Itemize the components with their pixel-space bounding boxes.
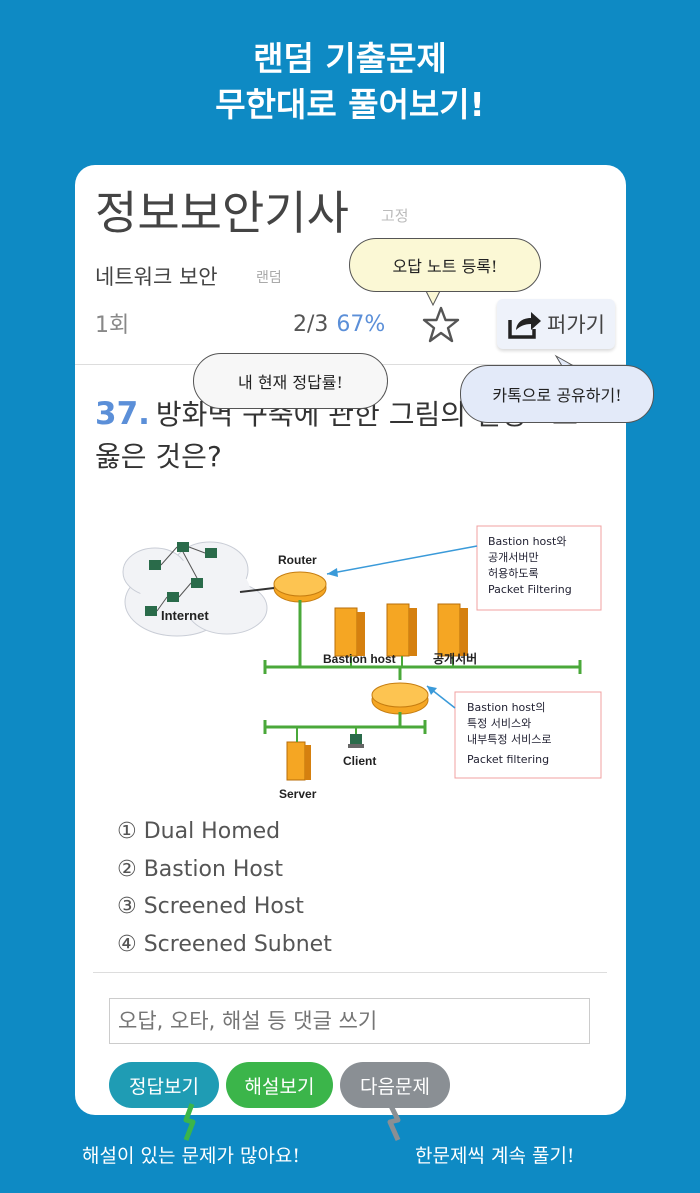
internet-cloud: [122, 541, 268, 637]
server-icon: [286, 727, 311, 781]
promo-line-1: 랜덤 기출문제: [253, 39, 447, 78]
note2-line2: 특정 서비스와: [467, 717, 531, 730]
note2-line3: 내부특정 서비스로: [467, 733, 551, 746]
callout-kakao-share: 카톡으로 공유하기!: [460, 365, 654, 423]
bastion-servers: [334, 603, 468, 667]
bastion-label: Bastion host: [323, 652, 396, 666]
choices-divider: [93, 972, 607, 973]
progress-count: 2/3: [293, 312, 329, 337]
choice-3[interactable]: ③ Screened Host: [117, 894, 304, 919]
promo-line-2: 무한대로 풀어보기!: [215, 85, 485, 124]
exam-title: 정보보안기사: [95, 186, 349, 240]
callout-one-by-one: 한문제씩 계속 풀기!: [415, 1145, 575, 1167]
promo-title: 랜덤 기출문제 무한대로 풀어보기!: [0, 36, 700, 128]
router-label: Router: [278, 553, 317, 567]
score-display: 2/3 67%: [293, 312, 385, 337]
internet-label: Internet: [161, 608, 209, 623]
round-label: 1회: [95, 313, 130, 338]
question-number: 37.: [95, 396, 150, 432]
choice-list: ① Dual Homed ② Bastion Host ③ Screened H…: [117, 813, 332, 963]
public-server-label: 공개서버: [433, 651, 477, 666]
choice-2[interactable]: ② Bastion Host: [117, 856, 283, 882]
show-answer-button[interactable]: 정답보기: [109, 1062, 219, 1108]
choice-1[interactable]: ① Dual Homed: [117, 819, 281, 844]
random-tag[interactable]: 랜덤: [256, 270, 282, 286]
correct-rate: 67%: [336, 312, 386, 337]
client-label: Client: [343, 754, 376, 768]
subject-label: 네트워크 보안: [95, 265, 218, 289]
share-button[interactable]: 퍼가기: [497, 299, 615, 349]
share-label: 퍼가기: [547, 313, 605, 337]
note1-line2: 공개서버만: [488, 551, 539, 564]
fixed-tag[interactable]: 고정: [381, 207, 409, 225]
choice-4[interactable]: ④ Screened Subnet: [117, 931, 332, 957]
firewall-diagram: Internet Router Bastion host 공개서버: [122, 525, 602, 800]
client-icon: [348, 727, 364, 748]
share-icon: [508, 312, 542, 339]
note2-line4: Packet filtering: [467, 753, 549, 766]
star-icon[interactable]: [421, 305, 461, 345]
show-explanation-button[interactable]: 해설보기: [226, 1062, 333, 1108]
next-question-button[interactable]: 다음문제: [340, 1062, 450, 1108]
note2-line1: Bastion host의: [467, 701, 545, 714]
note1-line1: Bastion host와: [488, 535, 566, 548]
callout-many-explanations: 해설이 있는 문제가 많아요!: [82, 1145, 301, 1167]
comment-input[interactable]: [109, 998, 590, 1044]
server-label: Server: [279, 787, 317, 800]
note1-line4: Packet Filtering: [488, 583, 572, 596]
note1-line3: 허용하도록: [488, 566, 539, 580]
callout-wrong-note: 오답 노트 등록!: [349, 238, 541, 292]
callout-my-rate: 내 현재 정답률!: [193, 353, 388, 409]
